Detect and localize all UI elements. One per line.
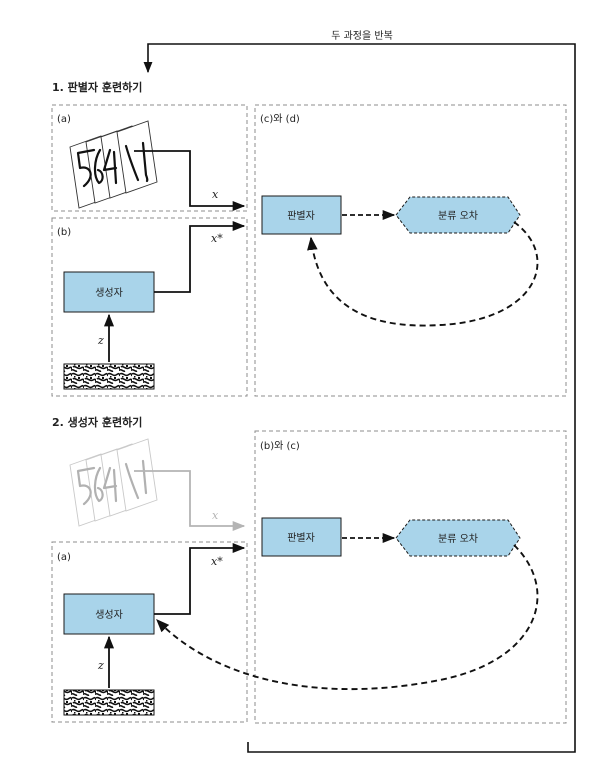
section2-generator-label: 생성자 (95, 609, 123, 621)
section2-panel-a (51, 541, 248, 723)
section2-xstar-label: x* (211, 555, 223, 568)
xstar-label: x* (211, 232, 223, 245)
section1-panel-cd-label: (c)와 (d) (260, 113, 300, 125)
section1-error-node (395, 196, 521, 234)
loop-arrow (143, 43, 576, 753)
section2-discriminator-label: 판별자 (287, 532, 315, 544)
section1-panel-b-label: (b) (57, 227, 71, 238)
section1-panel-cd (254, 104, 567, 397)
section2-error-node (395, 519, 521, 557)
section1-generator-label: 생성자 (95, 287, 123, 299)
section2-xstar-arrow (154, 542, 246, 615)
x-arrow (134, 150, 246, 212)
z-label: z (97, 334, 104, 347)
section2-panel-bc-label: (b)와 (c) (260, 440, 300, 452)
faded-x-label: x (212, 509, 219, 522)
xstar-arrow (154, 220, 246, 293)
repeat-loop: 두 과정을 반복 (143, 30, 576, 753)
section2-z-label: z (97, 659, 104, 672)
section1-discriminator-label: 판별자 (287, 210, 315, 222)
section1-panel-a-label: (a) (57, 114, 71, 125)
section1-panel-b (51, 217, 248, 397)
section1-discriminator-box (261, 195, 342, 235)
handwritten-digit-cards-icon (69, 120, 158, 209)
section2-generator-box (63, 593, 155, 635)
section2-panel-a-label: (a) (57, 552, 71, 563)
loop-label: 두 과정을 반복 (331, 30, 393, 42)
section2-error-label: 분류 오차 (438, 533, 478, 545)
section1-panel-a (51, 104, 248, 212)
section1-error-label: 분류 오차 (438, 210, 478, 222)
faded-x-arrow (134, 470, 246, 532)
x-label: x (212, 188, 219, 201)
section1-title: 1. 판별자 훈련하기 (52, 80, 142, 94)
section2-title: 2. 생성자 훈련하기 (52, 415, 142, 429)
random-noise-icon-2 (63, 689, 155, 716)
section2-discriminator-box (261, 517, 342, 557)
random-noise-icon (63, 363, 155, 390)
section2-panel-bc (254, 430, 567, 724)
section1-feedback-arrow (307, 221, 539, 327)
faded-digit-cards-icon (69, 438, 158, 527)
